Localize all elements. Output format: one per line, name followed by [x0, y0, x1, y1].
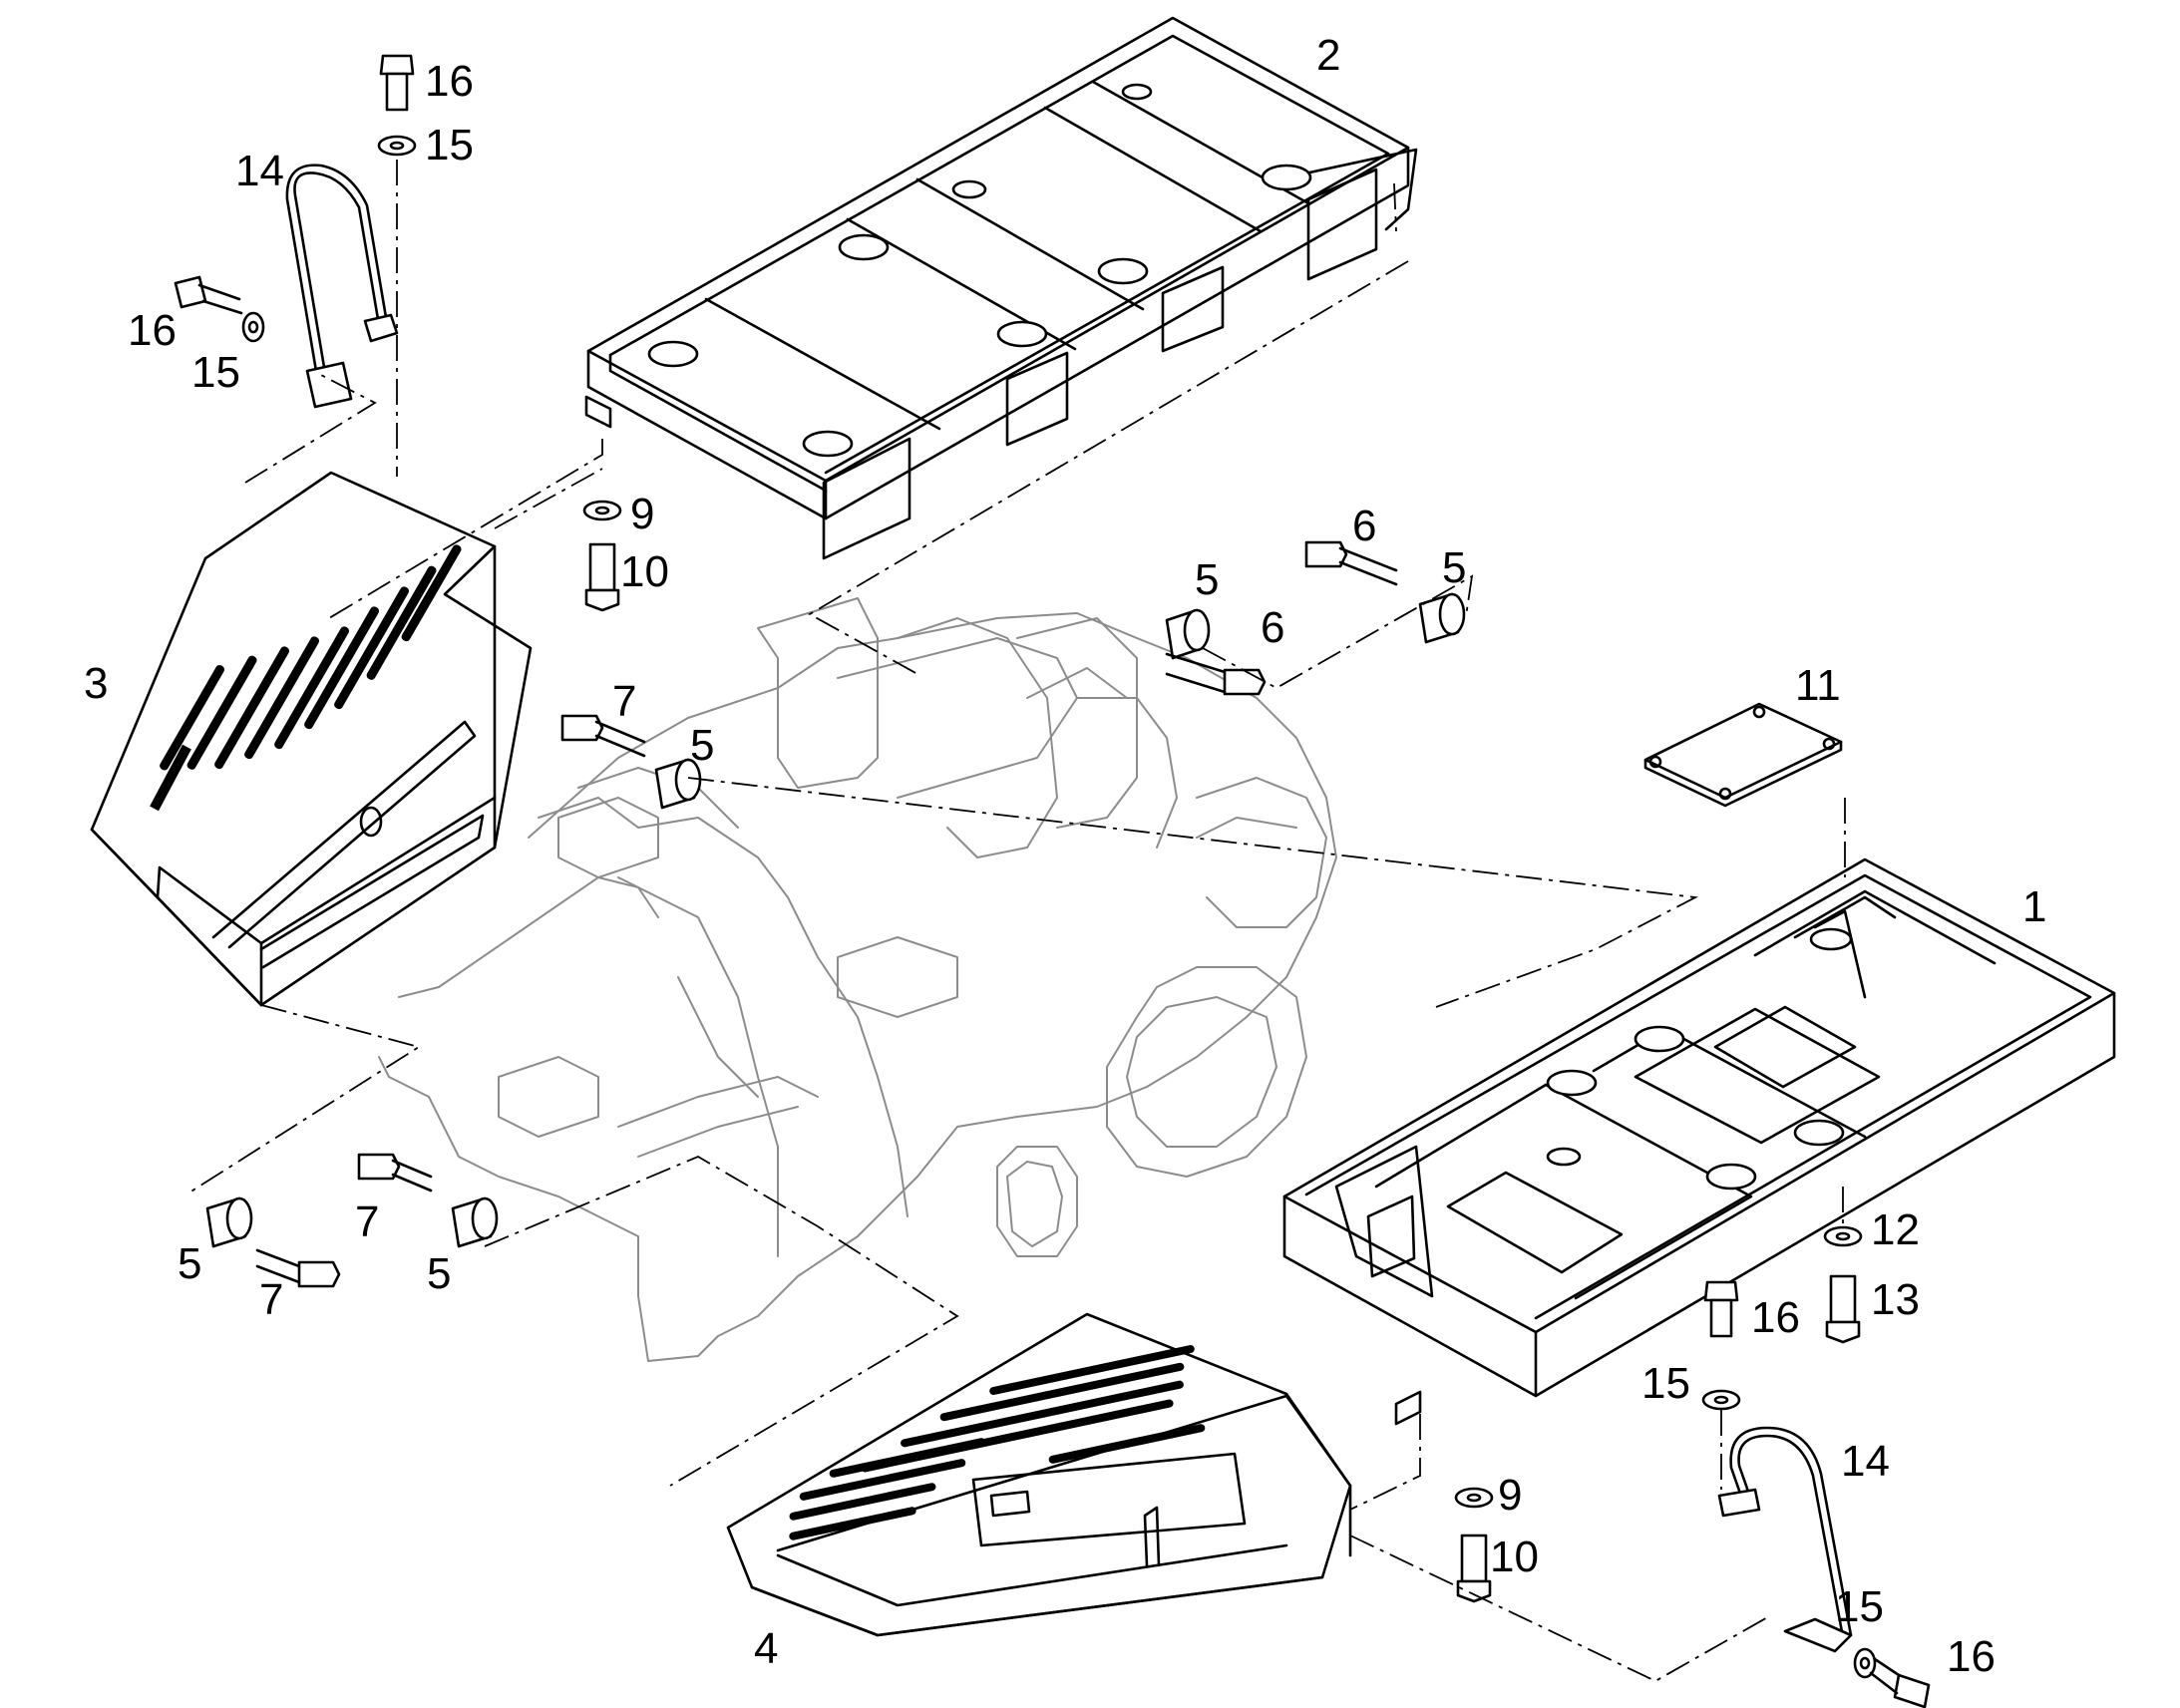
callout-labels: 1 2 3 4 5 5 5 5 5 6 6 7 7 7 9 9 10 10 11…: [84, 31, 2046, 1681]
bushing-part-5: [205, 1196, 253, 1248]
callout-15: 15: [1641, 1359, 1690, 1408]
callout-5: 5: [427, 1249, 451, 1298]
hardware: [174, 54, 1931, 1708]
callout-2: 2: [1316, 31, 1340, 80]
callout-6: 6: [1261, 603, 1284, 652]
callout-9: 9: [630, 490, 654, 538]
part-4-lower-grated-cover: [726, 1312, 1352, 1637]
callout-13: 13: [1871, 1275, 1920, 1324]
part-14-handle-lower: [1717, 1426, 1853, 1653]
bushing-part-5: [451, 1196, 499, 1248]
washer-part-9: [582, 500, 622, 521]
bolt-part-13: [1825, 1274, 1861, 1344]
callout-16: 16: [425, 57, 474, 106]
bolt-part-16: [1869, 1657, 1931, 1708]
callout-15: 15: [425, 121, 474, 170]
bolt-part-16: [379, 54, 415, 112]
bushing-part-5: [1418, 592, 1466, 644]
washer-part-15: [377, 135, 417, 157]
callout-5: 5: [1195, 555, 1219, 604]
callout-5: 5: [1442, 543, 1466, 592]
callout-4: 4: [754, 1624, 778, 1673]
callout-14: 14: [1841, 1437, 1890, 1486]
bolt-part-6: [1304, 540, 1398, 586]
callout-16: 16: [1947, 1632, 1996, 1681]
part-14-handle-upper: [285, 164, 399, 409]
bolt-part-7: [255, 1248, 341, 1288]
washer-part-9: [1454, 1487, 1494, 1509]
callout-15: 15: [191, 348, 240, 397]
callout-11: 11: [1795, 661, 1841, 710]
part-11-cover-plate: [1643, 702, 1843, 808]
callout-10: 10: [1490, 1533, 1539, 1581]
part-2-upper-tray: [584, 16, 1418, 560]
washer-part-15: [1853, 1647, 1877, 1679]
callout-3: 3: [84, 659, 108, 708]
callout-6: 6: [1352, 502, 1376, 550]
washer-part-15: [241, 311, 265, 343]
callout-7: 7: [355, 1197, 379, 1246]
bolt-part-16: [1703, 1280, 1739, 1338]
callout-12: 12: [1871, 1205, 1920, 1254]
callout-7: 7: [259, 1275, 283, 1324]
callout-9: 9: [1498, 1471, 1522, 1520]
washer-part-15: [1701, 1389, 1741, 1411]
bolt-part-10: [584, 542, 620, 612]
bolt-part-7: [560, 714, 646, 758]
bushing-part-5: [654, 758, 702, 810]
part-3-left-grated-cover: [90, 471, 533, 1007]
bolt-part-7: [357, 1153, 433, 1193]
callout-5: 5: [690, 721, 714, 770]
callout-16: 16: [128, 306, 177, 355]
bolt-part-10: [1456, 1534, 1492, 1603]
slots-bottom-cover: [789, 1345, 1206, 1540]
main-frame-background: [378, 597, 1337, 1362]
callout-14: 14: [235, 147, 284, 195]
callout-5: 5: [178, 1239, 201, 1288]
callout-7: 7: [612, 677, 636, 726]
callout-16: 16: [1751, 1293, 1800, 1342]
bolt-part-16: [174, 275, 243, 315]
assembly-leaders: [188, 160, 1846, 1683]
callout-15: 15: [1835, 1582, 1884, 1631]
washer-part-12: [1823, 1225, 1863, 1247]
slots-left-cover: [160, 544, 462, 771]
callout-1: 1: [2022, 882, 2046, 931]
bushing-part-5: [1165, 608, 1211, 660]
part-1-right-frame: [1282, 857, 2116, 1426]
callout-10: 10: [620, 547, 669, 596]
